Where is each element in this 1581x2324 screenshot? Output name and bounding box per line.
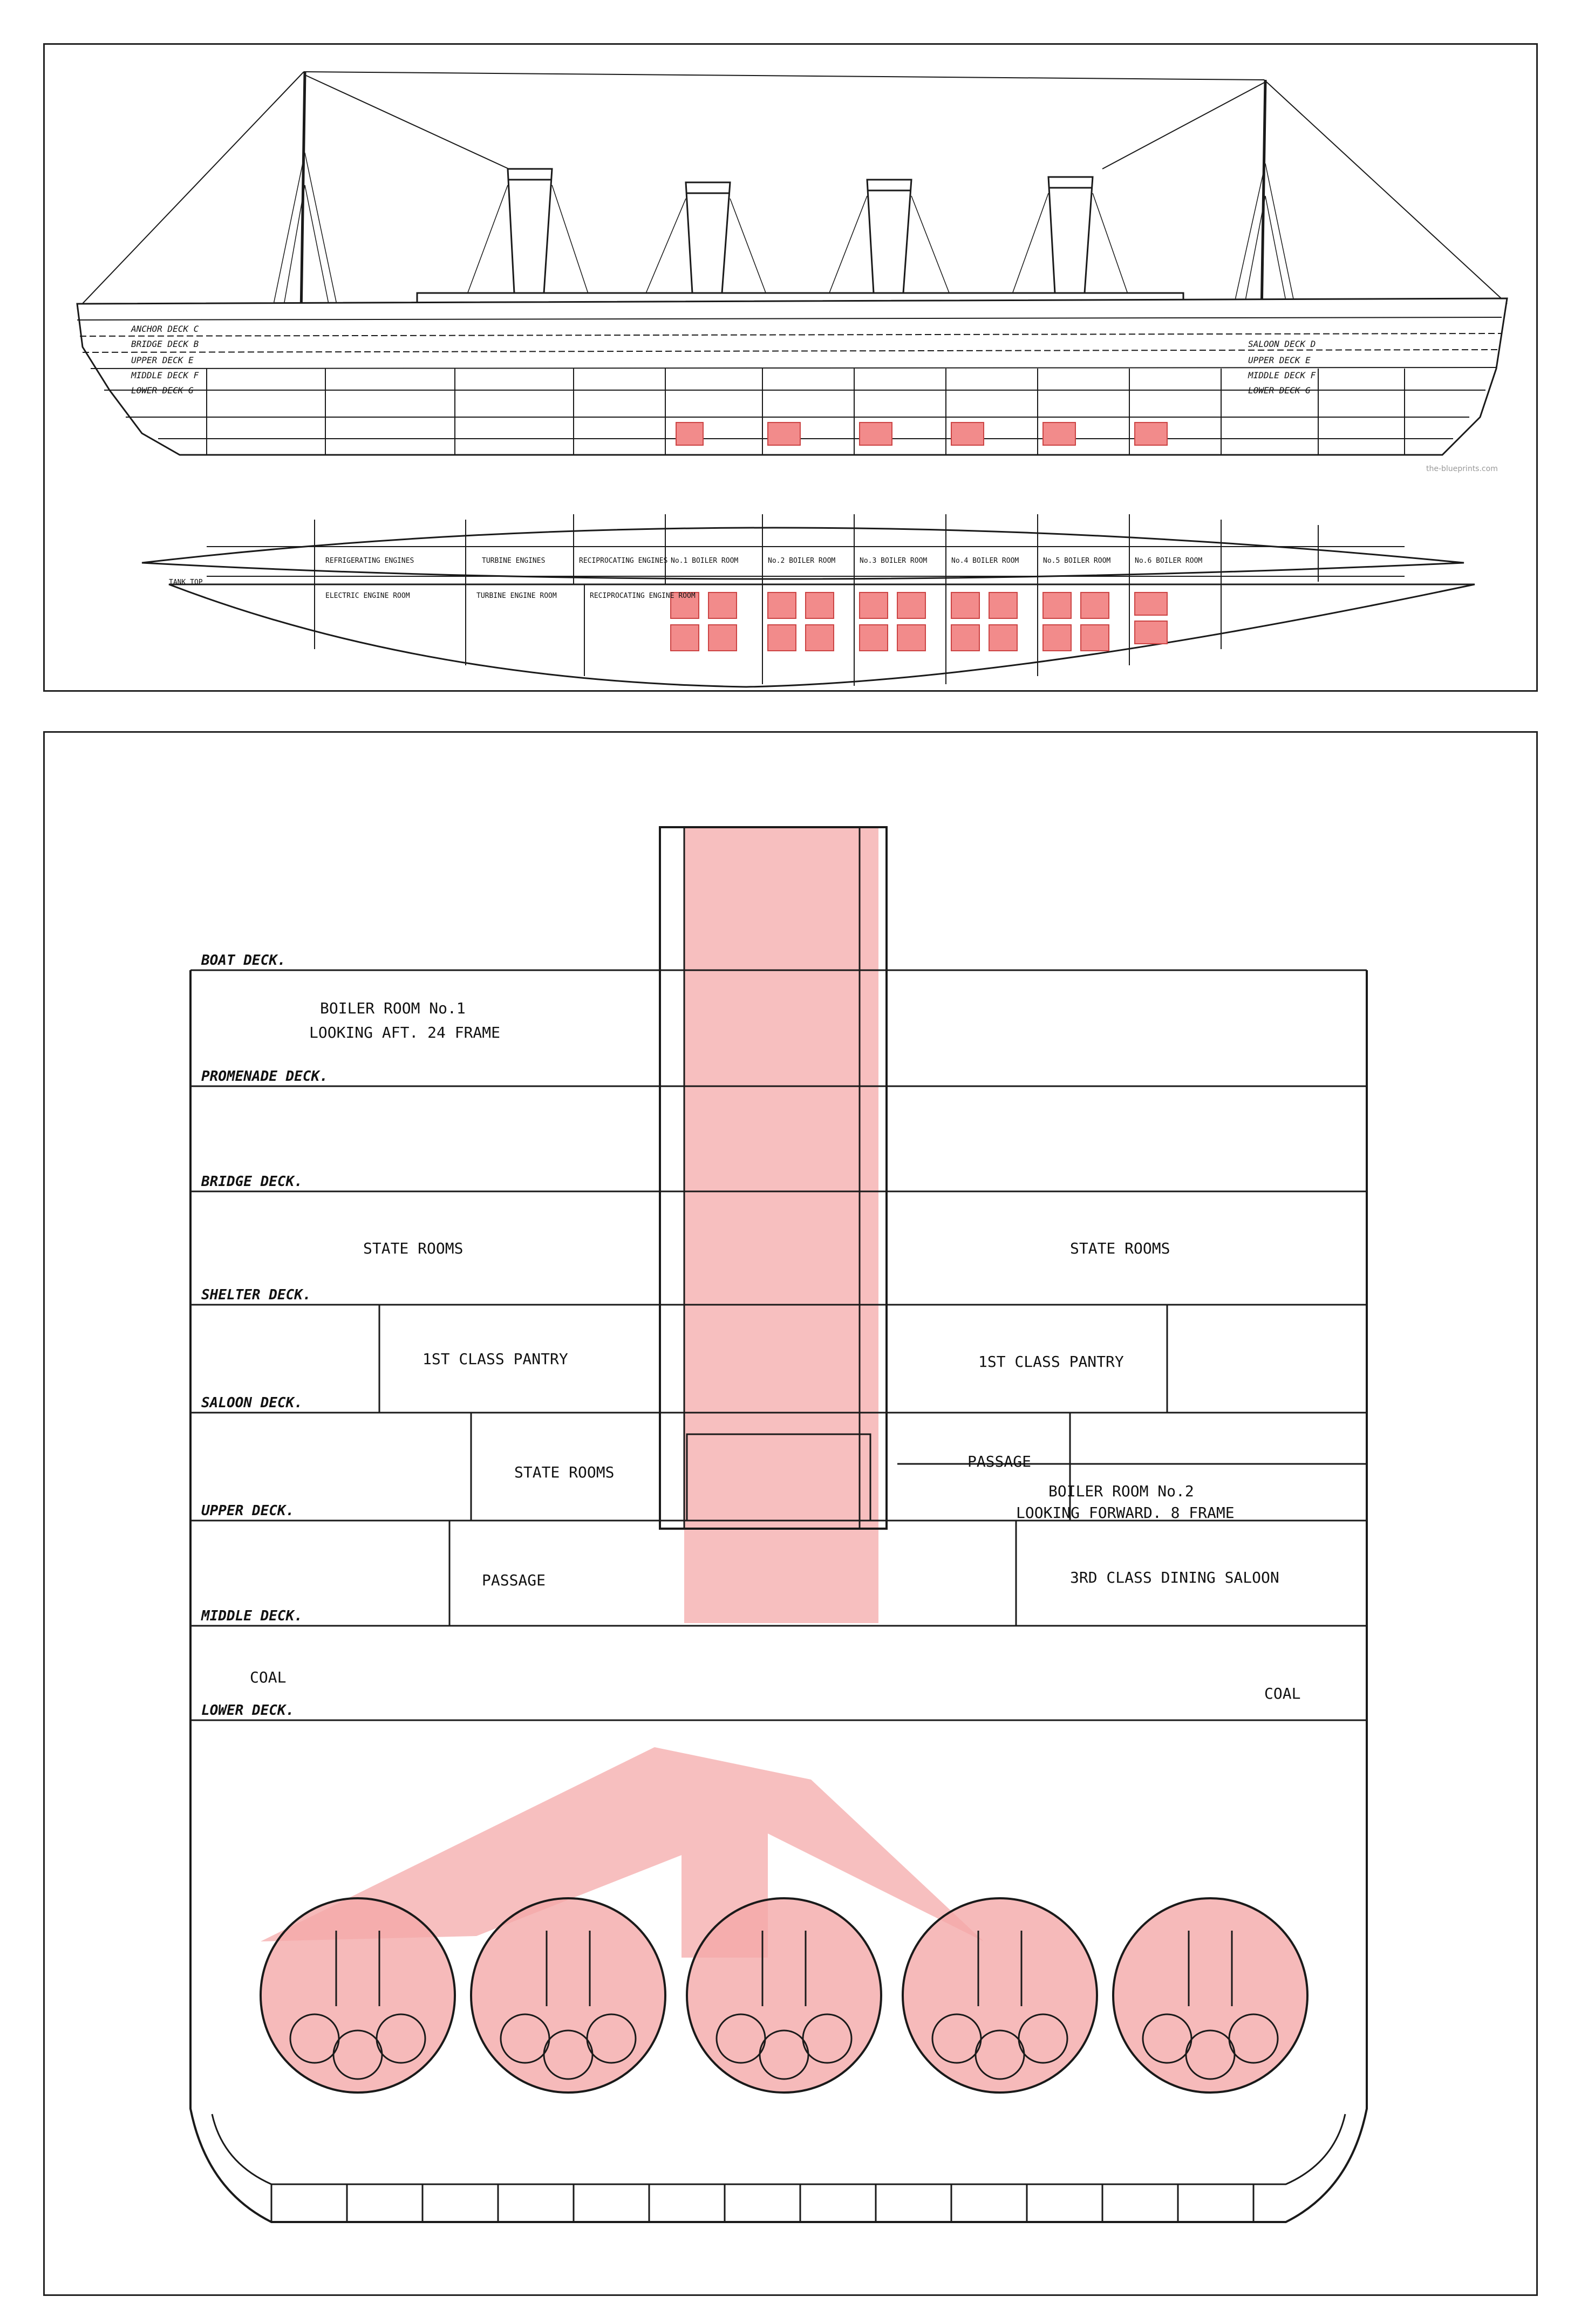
- boiler-2: [470, 1897, 666, 2094]
- plan-upper-label-8: No.6 BOILER ROOM: [1135, 557, 1202, 565]
- room-pantry-right: 1ST CLASS PANTRY: [978, 1353, 1124, 1371]
- profile-label-left-1: BRIDGE DECK B: [131, 339, 199, 349]
- title-right-line-2: LOOKING FORWARD. 8 FRAME: [1016, 1504, 1235, 1522]
- room-passage-right: PASSAGE: [967, 1453, 1031, 1470]
- ship-profile-panel: ANCHOR DECK C BRIDGE DECK B UPPER DECK E…: [43, 43, 1538, 692]
- plan-upper-label-6: No.4 BOILER ROOM: [951, 557, 1019, 565]
- boiler-4: [902, 1897, 1098, 2094]
- furnaces: [289, 1931, 1279, 2080]
- deck-label-promenade: PROMENADE DECK.: [201, 1068, 328, 1085]
- profile-label-right-0: SALOON DECK D: [1248, 339, 1316, 349]
- plan-upper-label-1: TURBINE ENGINES: [482, 557, 545, 565]
- plan-upper-label-3: No.1 BOILER ROOM: [671, 557, 738, 565]
- deck-label-bridge: BRIDGE DECK.: [201, 1174, 303, 1190]
- deck-plan-upper: [141, 514, 1464, 587]
- deck-label-shelter: SHELTER DECK.: [201, 1287, 311, 1303]
- plan-upper-label-2: RECIPROCATING ENGINES: [579, 557, 667, 565]
- room-pantry-left: 1ST CLASS PANTRY: [422, 1350, 568, 1368]
- profile-label-left-0: ANCHOR DECK C: [131, 324, 199, 334]
- profile-label-right-3: LOWER DECK G: [1248, 385, 1311, 396]
- boiler-room-section-panel: BOAT DECK. PROMENADE DECK. BRIDGE DECK. …: [43, 731, 1538, 2296]
- room-passage-left: PASSAGE: [482, 1571, 546, 1589]
- room-coal-left: COAL: [250, 1668, 286, 1686]
- title-left-line-1: BOILER ROOM No.1: [320, 999, 466, 1017]
- boiler-1: [260, 1897, 456, 2094]
- profile-label-right-2: MIDDLE DECK F: [1248, 370, 1316, 380]
- plan-upper-label-5: No.3 BOILER ROOM: [860, 557, 927, 565]
- plan-lower-label-0: ELECTRIC ENGINE ROOM: [325, 592, 410, 600]
- deck-label-lower: LOWER DECK.: [201, 1702, 294, 1719]
- watermark: the-blueprints.com: [1426, 465, 1498, 473]
- ship-profile-drawing: ANCHOR DECK C BRIDGE DECK B UPPER DECK E…: [76, 71, 1508, 688]
- funnel-1: [507, 168, 553, 294]
- plan-upper-label-0: REFRIGERATING ENGINES: [325, 557, 414, 565]
- deck-label-upper: UPPER DECK.: [201, 1503, 294, 1519]
- uptake-highlight: [261, 827, 984, 1958]
- title-right-line-1: BOILER ROOM No.2: [1048, 1482, 1194, 1500]
- funnel-4: [1047, 176, 1094, 294]
- profile-label-left-3: MIDDLE DECK F: [131, 370, 199, 380]
- plan-upper-label-7: No.5 BOILER ROOM: [1043, 557, 1110, 565]
- profile-label-left-4: LOWER DECK G: [131, 385, 194, 396]
- profile-label-right-1: UPPER DECK E: [1248, 355, 1311, 365]
- plan-lower-label-1: TURBINE ENGINE ROOM: [476, 592, 557, 600]
- room-state-rooms-right: STATE ROOMS: [1070, 1239, 1170, 1257]
- room-state-rooms-center: STATE ROOMS: [514, 1463, 614, 1481]
- profile-label-left-2: UPPER DECK E: [131, 355, 194, 365]
- boilers: [260, 1897, 1309, 2094]
- plan-upper-label-4: No.2 BOILER ROOM: [768, 557, 835, 565]
- deck-label-middle: MIDDLE DECK.: [201, 1608, 303, 1624]
- profile-boiler-highlights: [676, 422, 1168, 446]
- boiler-3: [686, 1897, 882, 2094]
- title-left-line-2: LOOKING AFT. 24 FRAME: [309, 1024, 500, 1041]
- plan-lower-label-2: RECIPROCATING ENGINE ROOM: [590, 592, 696, 600]
- plan-lower-label-3: TANK TOP: [169, 578, 203, 587]
- deck-label-boat: BOAT DECK.: [201, 952, 286, 969]
- room-state-rooms-left: STATE ROOMS: [363, 1239, 463, 1257]
- room-coal-right: COAL: [1264, 1685, 1300, 1702]
- room-dining-saloon: 3RD CLASS DINING SALOON: [1070, 1569, 1279, 1586]
- plan-boiler-highlights: [670, 592, 1168, 651]
- funnel-2: [685, 181, 731, 294]
- boiler-section-drawing: BOAT DECK. PROMENADE DECK. BRIDGE DECK. …: [189, 826, 1368, 2223]
- funnel-3: [866, 179, 912, 294]
- boiler-5: [1112, 1897, 1309, 2094]
- deck-label-saloon: SALOON DECK.: [201, 1395, 303, 1411]
